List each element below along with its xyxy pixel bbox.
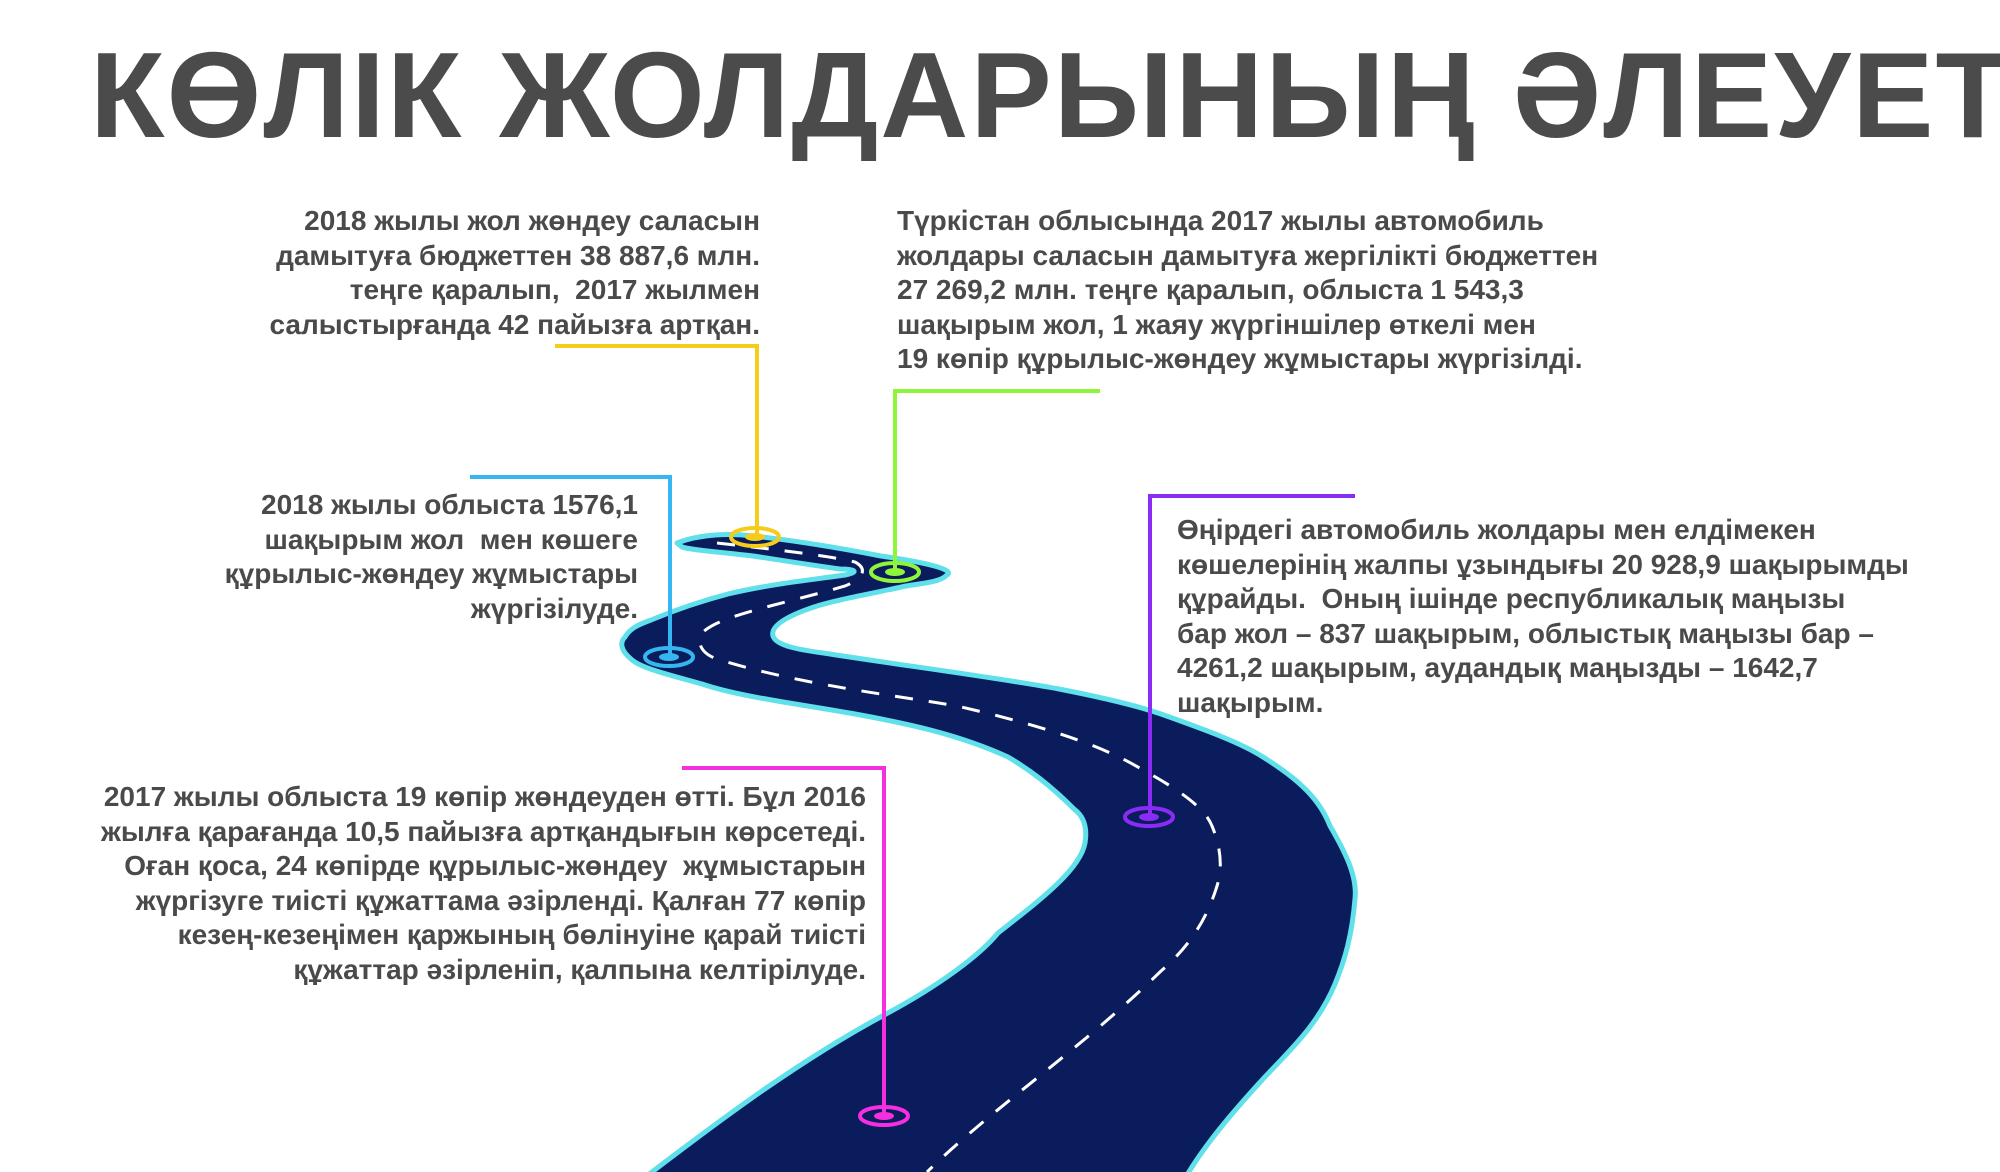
info-line: жылға қарағанда 10,5 пайызға артқандығын… <box>101 815 866 847</box>
info-line: 19 көпір құрылыс-жөндеу жұмыстары жүргіз… <box>897 343 1583 374</box>
marker-yellow <box>729 526 781 548</box>
info-line: шақырым жол мен көшеге <box>264 523 639 555</box>
info-line: 2018 жылы облыста 1576,1 <box>261 489 638 520</box>
info-line: Өңірдегі автомобиль жолдары мен елдімеке… <box>1177 514 1816 545</box>
info-roads-2018: 2018 жылы облыста 1576,1 шақырым жол мен… <box>225 488 638 626</box>
marker-blue <box>643 646 695 668</box>
info-turkistan-2017: Түркістан облысында 2017 жылы автомобиль… <box>897 204 1598 377</box>
info-region-total: Өңірдегі автомобиль жолдары мен елдімеке… <box>1177 513 1909 720</box>
info-line: жүргізуге тиісті құжаттама әзірленді. Қа… <box>135 884 866 916</box>
marker-magenta <box>858 1105 910 1127</box>
info-line: құжаттар әзірленіп, қалпына келтірілуде. <box>293 953 866 985</box>
info-bridges-2017: 2017 жылы облыста 19 көпір жөндеуден өтт… <box>101 780 866 987</box>
info-line: Түркістан облысында 2017 жылы автомобиль <box>897 205 1544 236</box>
page-title: КӨЛІК ЖОЛДАРЫНЫҢ ӘЛЕУЕТІ <box>90 27 2000 163</box>
connector-line-purple <box>1148 494 1355 816</box>
connector-line-magenta <box>682 766 886 1115</box>
info-line: жолдары саласын дамытуға жергілікті бюдж… <box>897 239 1599 271</box>
marker-green <box>869 561 921 583</box>
info-line: 4261,2 шақырым, аудандық маңызды – 1642,… <box>1177 652 1818 683</box>
road-center-dashes <box>698 541 1222 1172</box>
info-line: құрылыс-жөндеу жұмыстары <box>224 558 638 589</box>
info-line: 27 269,2 млн. теңге қаралып, облыста 1 5… <box>897 274 1524 305</box>
info-line: дамытуға бюджеттен 38 887,6 млн. <box>276 239 760 271</box>
connector-line-blue <box>470 475 672 656</box>
info-line: құрайды. Оның ішінде республикалық маңыз… <box>1177 583 1846 614</box>
info-line: 2017 жылы облыста 19 көпір жөндеуден өтт… <box>103 781 866 812</box>
info-line: шақырым жол, 1 жаяу жүргіншілер өткелі м… <box>897 308 1536 340</box>
connector-line-green <box>893 389 1100 571</box>
road <box>619 531 1358 1172</box>
connector-line-yellow <box>555 344 759 536</box>
info-line: 2018 жылы жол жөндеу саласын <box>304 205 760 236</box>
info-line: Оған қоса, 24 көпірде құрылыс-жөндеу жұм… <box>124 850 866 881</box>
info-line: жүргізілуде. <box>470 592 638 624</box>
info-line: шақырым. <box>1177 686 1324 718</box>
info-line: кезең-кезеңімен қаржының бөлінуіне қарай… <box>177 919 866 950</box>
info-budget-2018: 2018 жылы жол жөндеу саласын дамытуға бю… <box>269 204 760 342</box>
marker-purple <box>1123 806 1175 828</box>
info-line: бар жол – 837 шақырым, облыстық маңызы б… <box>1177 617 1874 649</box>
info-line: теңге қаралып, 2017 жылмен <box>349 274 760 305</box>
info-line: көшелерінің жалпы ұзындығы 20 928,9 шақы… <box>1177 548 1909 580</box>
info-line: салыстырғанда 42 пайызға артқан. <box>269 308 760 340</box>
